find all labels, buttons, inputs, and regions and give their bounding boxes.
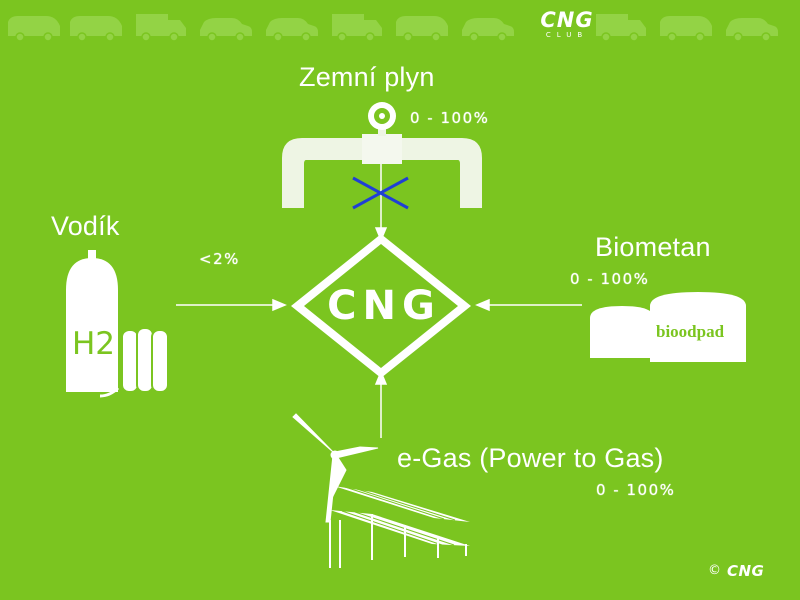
hydrogen-tank-label: H2 (72, 326, 116, 362)
arrow-from-biomethane (475, 298, 582, 312)
arrow-from-natural-gas (374, 160, 388, 242)
truck-icon (332, 14, 382, 42)
cng-club-logo: CNG CLUB (527, 8, 607, 40)
pipeline-icon (282, 102, 482, 208)
logo-text: CNG (540, 8, 594, 32)
van-icon (8, 16, 60, 42)
wind-turbine-icon (292, 413, 379, 523)
copyright-symbol: © (708, 563, 721, 578)
van-icon (70, 16, 122, 42)
car-icon (462, 18, 514, 42)
cng-diamond (291, 234, 471, 378)
biomethane-share: 0 - 100% (570, 270, 650, 288)
hydrogen-tank-icon (66, 250, 169, 398)
arrow-from-hydrogen (176, 298, 287, 312)
van-icon (396, 16, 448, 42)
natural-gas-title: Zemní plyn (299, 62, 435, 92)
egas-title: e-Gas (Power to Gas) (397, 443, 664, 473)
car-icon (200, 18, 252, 42)
car-icon (726, 18, 778, 42)
van-icon (660, 16, 712, 42)
arrow-from-egas (374, 370, 388, 438)
biogas-digester-icon (590, 292, 746, 362)
egas-share: 0 - 100% (596, 481, 676, 499)
hydrogen-share: <2% (199, 250, 240, 268)
biomethane-title: Biometan (595, 232, 711, 262)
truck-icon (136, 14, 186, 42)
hydrogen-title: Vodík (51, 211, 120, 241)
truck-icon (596, 14, 646, 42)
car-icon (266, 18, 318, 42)
valve-closed-cross (352, 176, 409, 210)
vehicle-strip (8, 14, 778, 42)
footer-logo-text: CNG (727, 562, 765, 580)
natural-gas-share: 0 - 100% (410, 109, 490, 127)
logo-subtext: CLUB (545, 31, 589, 39)
cng-center-label: CNG (327, 283, 441, 329)
biomethane-tank-label: bioodpad (656, 322, 725, 341)
solar-panel-array-icon (329, 486, 470, 568)
